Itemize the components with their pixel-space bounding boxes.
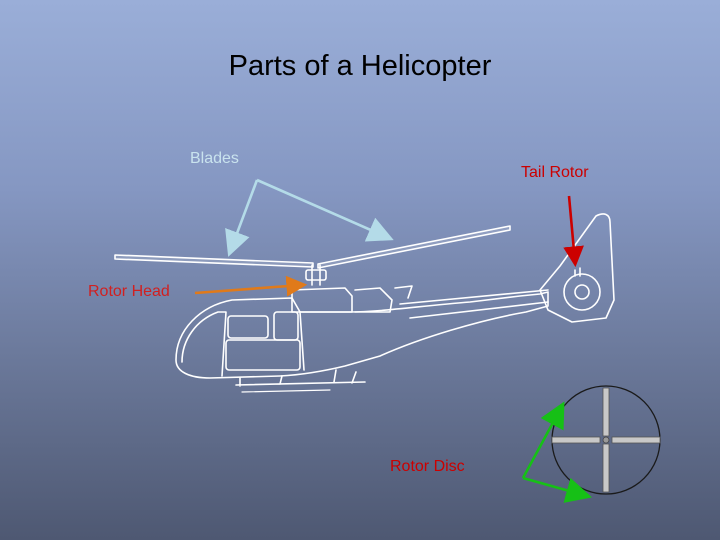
- rotor-hub: [305, 269, 327, 281]
- rotor-mast: [311, 264, 321, 286]
- rotor-disc-label: Rotor Disc: [390, 458, 465, 475]
- fenestron-ring: [563, 273, 601, 311]
- rotor-head-label: Rotor Head: [88, 283, 170, 300]
- cabin-door: [225, 339, 301, 371]
- tail-rotor-label: Tail Rotor: [521, 164, 589, 181]
- rotor-disc-arrows: [521, 401, 593, 503]
- blades-arrow-left: [225, 179, 259, 257]
- tail-fin: [539, 213, 615, 323]
- blades-label: Blades: [190, 150, 239, 167]
- rotor-disc-figure: [551, 385, 661, 495]
- main-rotor-blade-left: [114, 254, 314, 268]
- cabin-window-2: [273, 311, 299, 341]
- landing-skid: [235, 369, 366, 387]
- rotor-head-arrow: [194, 275, 308, 297]
- main-rotor-blade-right: [317, 225, 511, 269]
- tail-boom: [399, 289, 549, 319]
- blades-arrow-right: [256, 178, 394, 242]
- engine-cowling: [291, 287, 353, 313]
- tail-rotor-arrow: [563, 195, 584, 268]
- cabin-window-1: [227, 315, 269, 339]
- nose-windshield: [181, 311, 227, 377]
- fuselage: [175, 291, 549, 379]
- slide-title: Parts of a Helicopter: [228, 50, 492, 82]
- helicopter-outline: [114, 213, 615, 393]
- blades-arrows: [225, 178, 394, 257]
